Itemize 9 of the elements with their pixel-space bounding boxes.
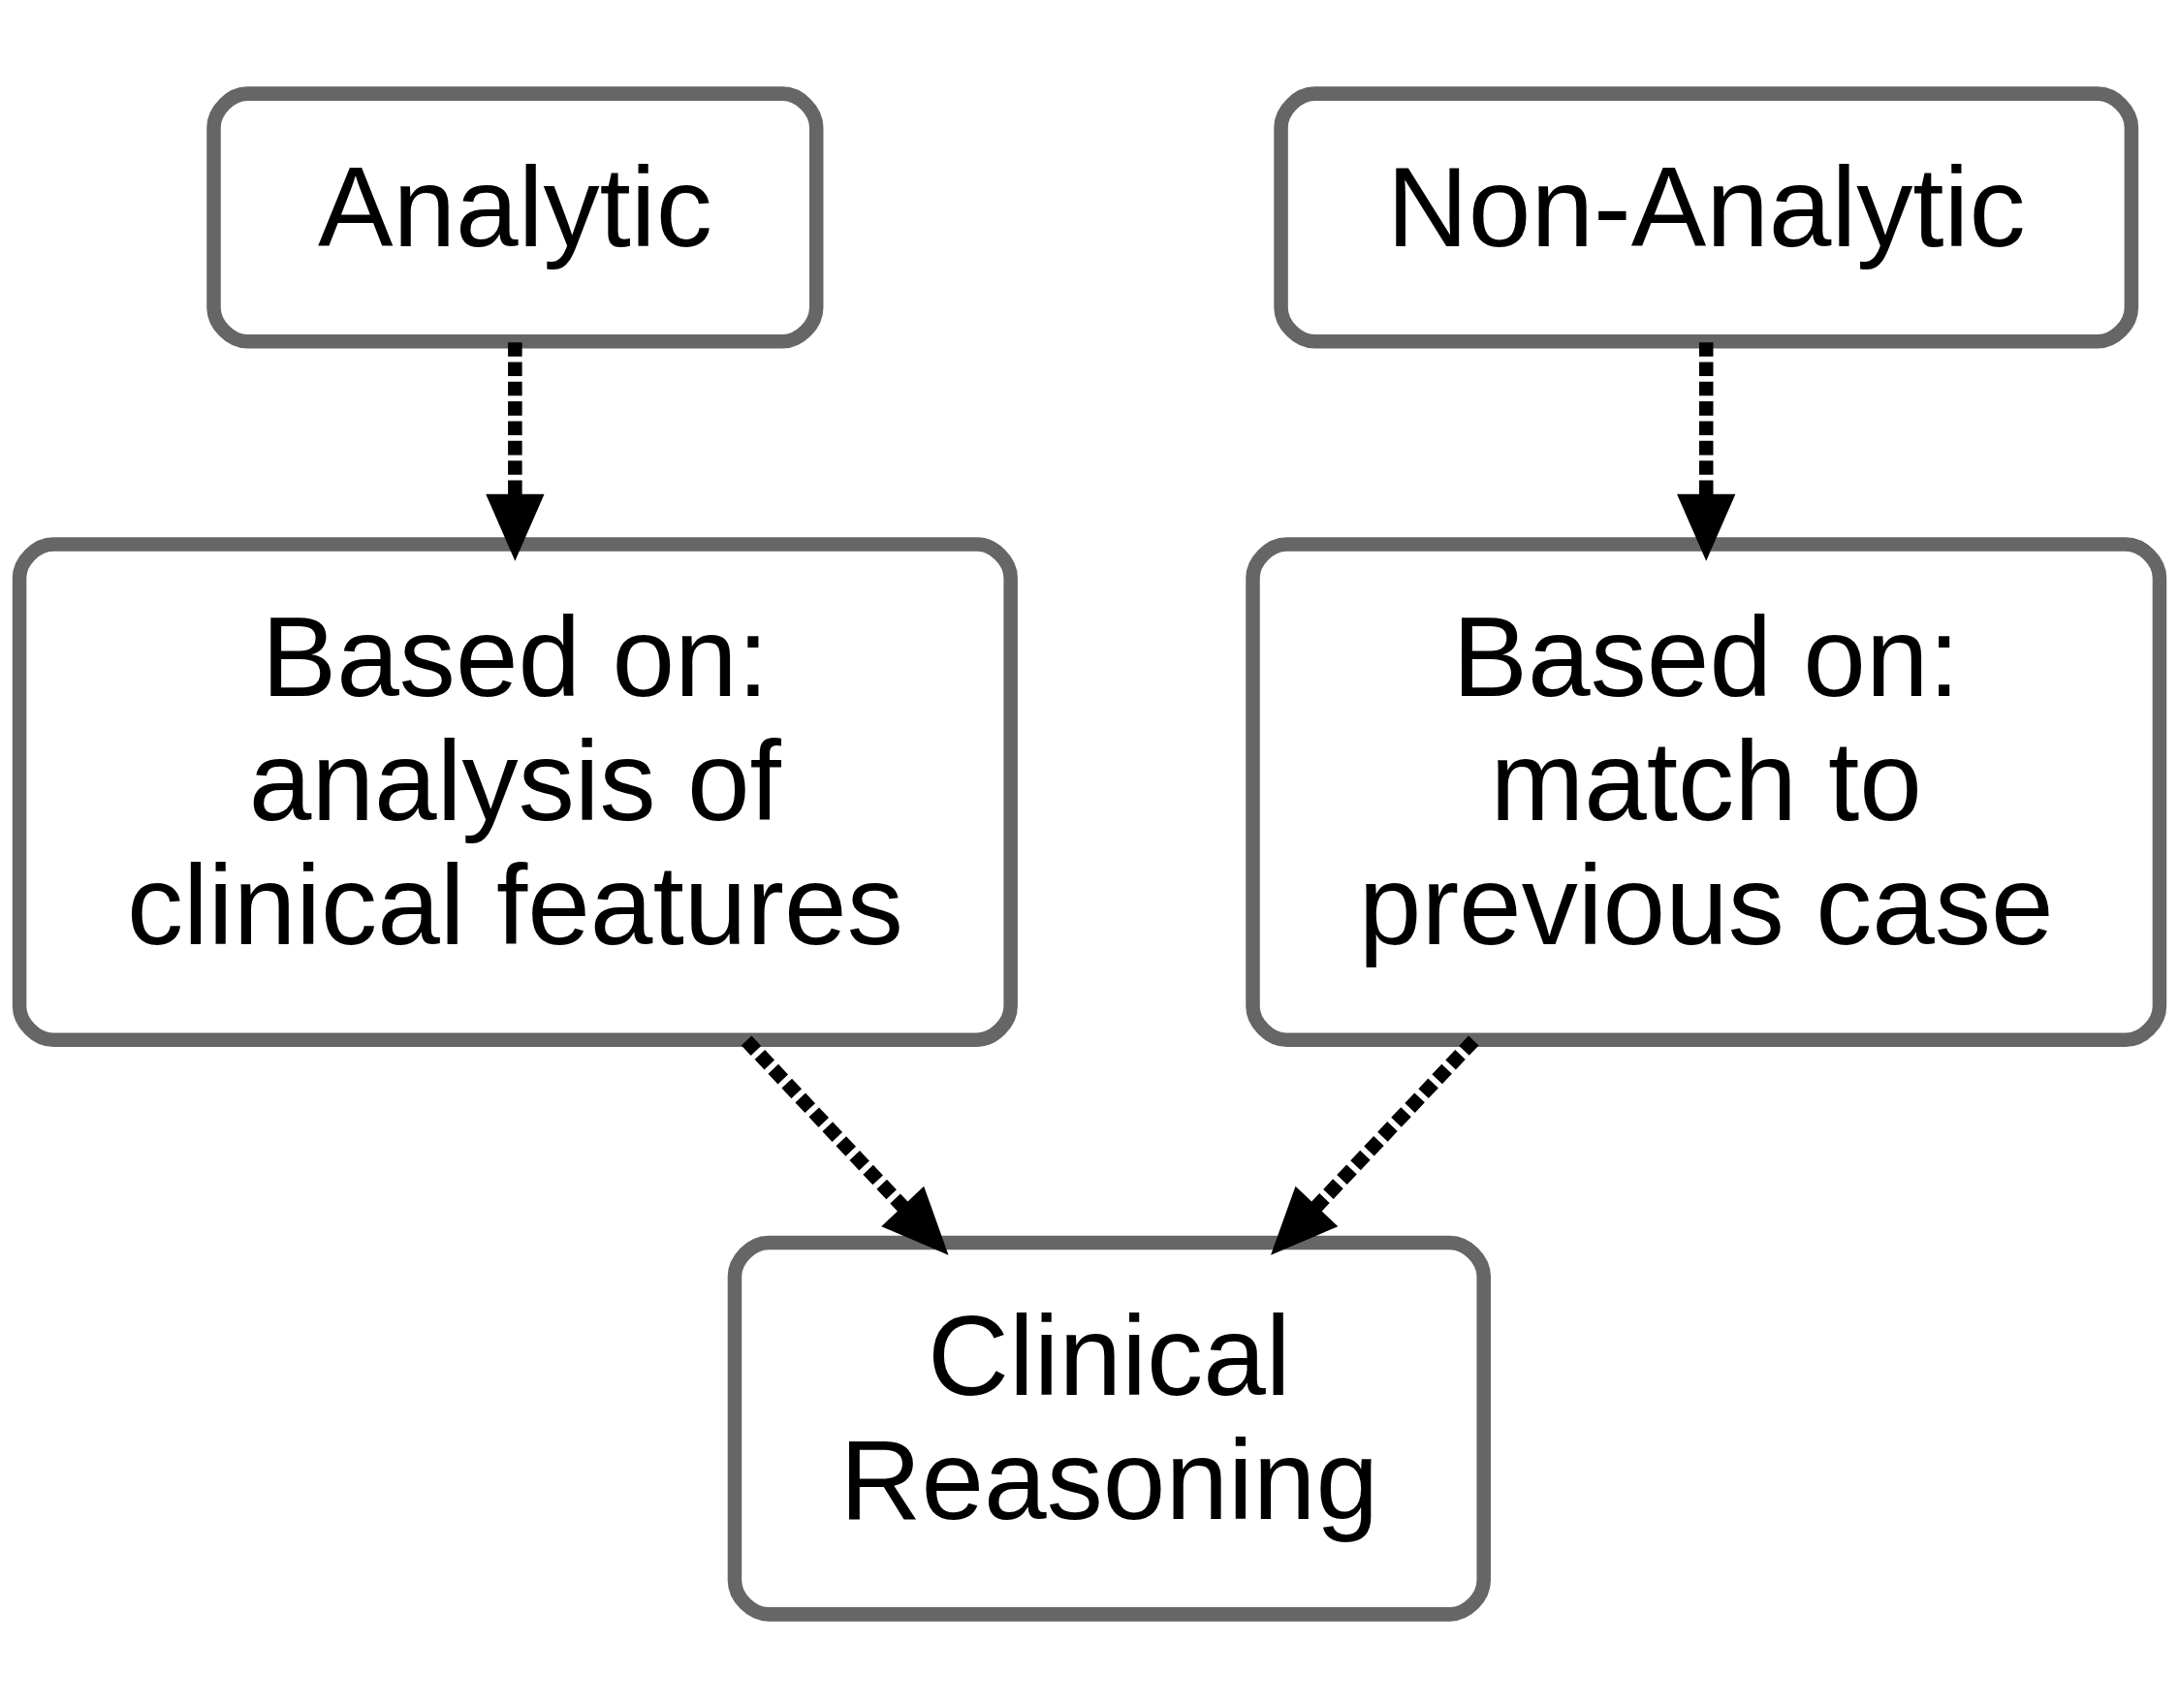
node-box: Clinical Reasoning: [727, 1235, 1491, 1622]
arrow: [741, 1035, 949, 1255]
node-box: Based on: match to previous case: [1246, 537, 2167, 1047]
arrow: [1677, 342, 1736, 561]
arrow: [486, 342, 545, 561]
node-box: Non-Analytic: [1274, 86, 2139, 349]
node-box: Based on: analysis of clinical features: [12, 537, 1018, 1047]
node-box: Analytic: [206, 86, 824, 349]
arrow: [1271, 1035, 1479, 1255]
